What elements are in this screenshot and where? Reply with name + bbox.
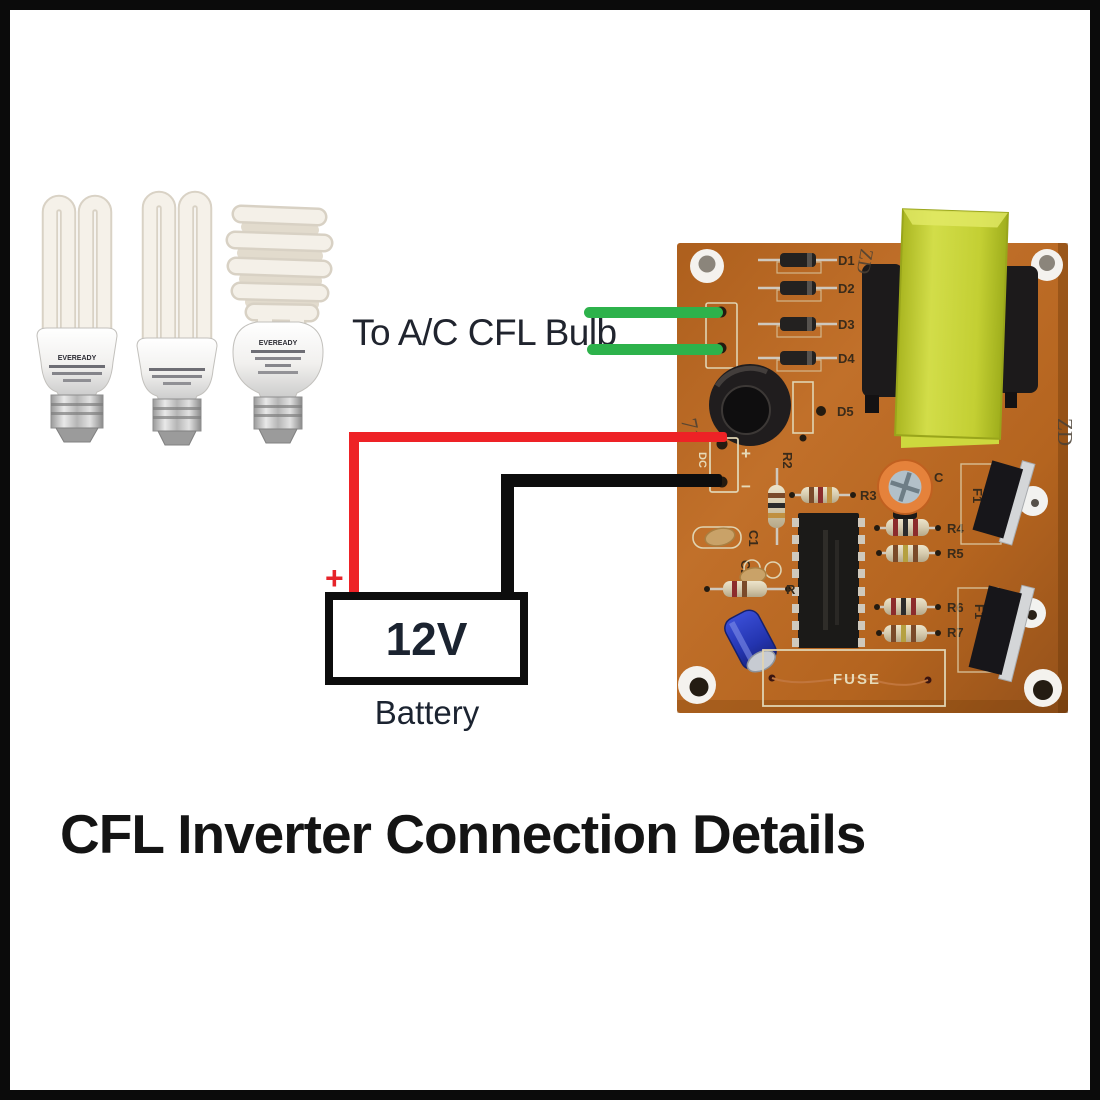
resistor-label: R4 [947, 521, 964, 536]
resistor-r5: R5 [876, 545, 964, 562]
resistor-label: R2 [780, 452, 795, 469]
diode-label: D3 [838, 317, 855, 332]
diode-d3: D3 [758, 317, 855, 338]
transformer-bobbin-right [996, 266, 1038, 393]
ac-wire-bottom [587, 344, 723, 355]
dc-minus-mark: − [741, 477, 751, 496]
pcb-edge-shadow [1058, 243, 1068, 713]
pad [799, 434, 807, 442]
resistor-r2: R2 [768, 452, 795, 545]
ic-dip16 [792, 513, 865, 648]
battery-voltage-label: 12V [385, 612, 468, 665]
dc-plus-mark: + [741, 444, 751, 463]
resistor-r4: R4 [874, 519, 964, 536]
bulb-housing [36, 327, 118, 397]
inverter-pcb: D1 D2 D3 D4 [676, 208, 1075, 713]
transformer-yellow-core [894, 208, 1009, 440]
silkscreen-outline-d5 [792, 381, 814, 434]
resistor-r3: R3 [789, 487, 877, 503]
resistor-label: R7 [947, 625, 964, 640]
ac-output-annotation: To A/C CFL Bulb [352, 312, 617, 353]
diode-label: D1 [838, 253, 855, 268]
capacitor-partial-label: C [934, 470, 944, 485]
bulb-bayonet-base [50, 394, 104, 443]
transformer-bobbin-left [862, 264, 903, 397]
bulb-bayonet-base [253, 396, 303, 444]
battery-caption: Battery [374, 694, 480, 731]
bulb-brand-text: EVEREADY [259, 340, 298, 347]
fuse-label: FUSE [833, 671, 881, 688]
handwritten-mark-zd-top: ZD [852, 247, 877, 276]
transistor-f1-upper: F1 [960, 460, 1048, 546]
round-power-component [709, 364, 791, 446]
dc-silkscreen-label: DC [696, 452, 708, 468]
trimmer-capacitor: C [877, 459, 944, 519]
positive-wire-vertical [349, 432, 359, 600]
cfl-bulb-utube-left: EVEREADY [36, 194, 118, 443]
negative-wire-vertical [501, 474, 514, 597]
cfl-bulb-utube-middle [136, 190, 218, 446]
resistor-r1-partial: R [704, 581, 796, 597]
cfl-bulb-spiral-right: EVEREADY [225, 204, 334, 444]
fuse-zone: FUSE [762, 649, 946, 707]
battery-box: 12V [325, 592, 528, 685]
bulb-bayonet-base [152, 398, 202, 446]
bulb-brand-text: EVEREADY [58, 355, 97, 362]
capacitor-label: C1 [746, 530, 761, 547]
page-title: CFL Inverter Connection Details [60, 803, 866, 865]
resistor-label: R5 [947, 546, 964, 561]
mounting-hole-bottom-left [678, 666, 716, 704]
diode-bank: D1 D2 D3 D4 [758, 253, 855, 372]
resistor-label: R3 [860, 488, 877, 503]
resistor-r7: R7 [876, 625, 964, 642]
mounting-hole-top-right [1031, 249, 1063, 281]
diode-label: D5 [837, 404, 854, 419]
diode-label: D4 [838, 351, 855, 366]
capacitor-c2: C2 [738, 559, 782, 585]
ic-print-smudge [823, 530, 828, 630]
capacitor-c1: C1 [692, 526, 761, 549]
battery-positive-mark: + [325, 560, 344, 596]
negative-wire-horizontal [501, 474, 722, 487]
ac-wire-top [584, 307, 723, 318]
fuse-wire [771, 676, 929, 686]
diode-d4: D4 [758, 351, 855, 372]
diode-d5: D5 [816, 404, 854, 419]
transformer [862, 208, 1038, 448]
cfl-bulbs-illustration: EVEREADY [36, 190, 334, 446]
diode-d2: D2 [758, 281, 855, 302]
resistor-label: R6 [947, 600, 964, 615]
resistor-label: R [786, 582, 796, 597]
mounting-hole-top-left [690, 249, 724, 283]
diode-d1: D1 [758, 253, 855, 274]
handwritten-mark-zd-right: ZD [1053, 418, 1075, 446]
diode-label: D2 [838, 281, 855, 296]
mounting-hole-bottom-right [1024, 669, 1062, 707]
transistor-f1-lower: F1 [957, 584, 1046, 683]
positive-wire-horizontal [349, 432, 727, 442]
resistor-r6: R6 [874, 598, 964, 615]
